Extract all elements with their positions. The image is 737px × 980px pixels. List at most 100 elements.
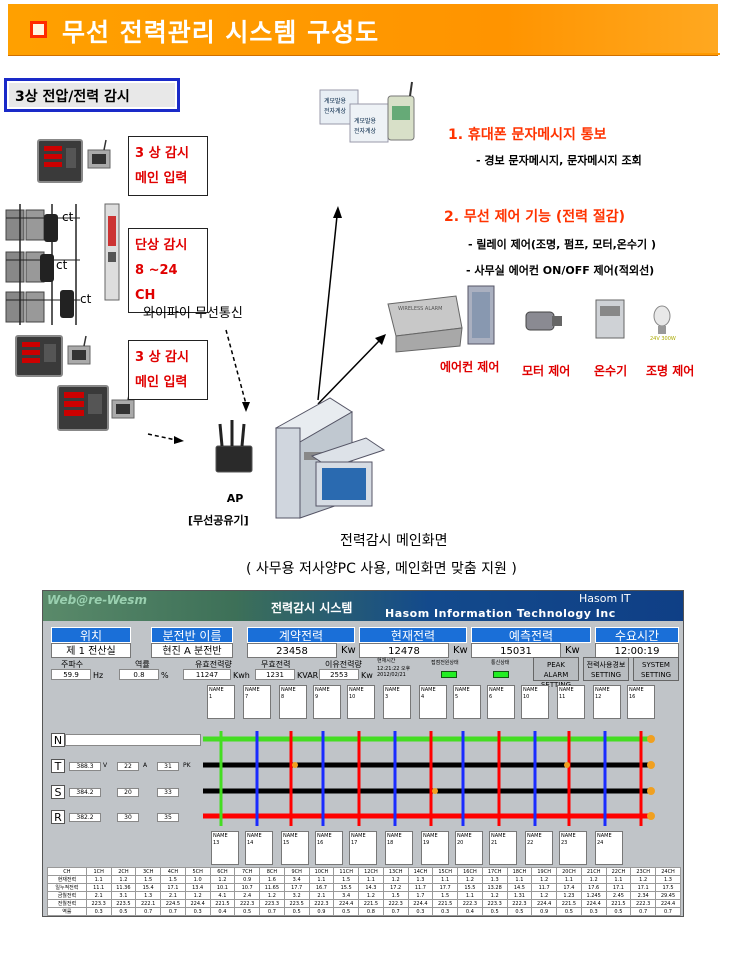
table-cell: 0.4: [209, 907, 236, 916]
unit: Kw: [361, 671, 373, 680]
small-value: 2553: [319, 669, 359, 680]
channel-id: 16: [629, 693, 636, 700]
table-cell: 1.2: [531, 891, 558, 900]
table-cell: 0.3: [580, 907, 607, 916]
din-meter-icon: [104, 203, 120, 301]
phase-voltage: 384.2: [69, 788, 101, 797]
channel-id: 17: [351, 839, 358, 846]
table-cell: 17CH: [481, 867, 508, 876]
table-cell: 0.5: [333, 907, 360, 916]
table-cell: 4.1: [209, 891, 236, 900]
channel-id: 10: [349, 693, 356, 700]
table-cell: 0.5: [110, 907, 137, 916]
table-cell: 1.2: [110, 875, 137, 884]
table-cell: 14CH: [407, 867, 434, 876]
datetime-value: 12:21:22 오후 2012/02/21: [377, 666, 411, 678]
channel-id: 10: [523, 693, 530, 700]
box-name-label: NAME: [489, 687, 504, 693]
box-name-label: NAME: [315, 687, 330, 693]
header-location: 위치: [51, 627, 131, 643]
small-label: 유효전력량: [195, 660, 232, 669]
screen-brand: Hasom IT: [579, 592, 631, 605]
phone-icon: [319, 81, 415, 143]
header-location-value: 제 1 전산실: [51, 643, 131, 658]
header-panel-value: 현진 A 분전반: [151, 643, 233, 658]
box-line: 메인 입력: [135, 171, 188, 186]
table-cell: 224.4: [655, 899, 681, 908]
phase-peak: 35: [157, 813, 179, 822]
table-cell: 20CH: [556, 867, 582, 876]
box-name-label: NAME: [595, 687, 610, 693]
datetime-label: 현재시간: [377, 658, 396, 664]
cabinet-icon: [467, 285, 495, 345]
table-cell: 22CH: [605, 867, 632, 876]
table-cell: 1.1: [605, 875, 632, 884]
table-cell: 2.45: [605, 891, 632, 900]
status-led: [493, 671, 509, 678]
table-cell: 17.1: [605, 883, 632, 892]
table-cell: 13CH: [382, 867, 409, 876]
monitor-screenshot: Web@re-Wesm 전력감시 시스템 Hasom Information T…: [42, 590, 684, 917]
usage-alarm-setting-button[interactable]: 전력사용경보 SETTING: [583, 657, 629, 681]
channel-id: 6: [489, 693, 493, 700]
table-cell: 11.7: [531, 883, 558, 892]
device-label: 모터 제어: [522, 364, 571, 378]
caption-main-screen: 전력감시 메인화면: [340, 533, 448, 549]
table-cell: 2CH: [110, 867, 137, 876]
table-cell: 222.3: [308, 899, 335, 908]
table-cell: 17.4: [556, 883, 582, 892]
table-cell: 6CH: [209, 867, 236, 876]
box-name-label: NAME: [387, 833, 402, 839]
table-cell: 1.1: [556, 875, 582, 884]
phase-label-s: S: [51, 785, 65, 799]
channel-id: 1: [209, 693, 213, 700]
wireless-heading: 2. 무선 제어 기능 (전력 절감): [444, 209, 626, 225]
power-meter-icon: [37, 139, 83, 183]
phone-text: 계모발용: [354, 118, 377, 125]
screen-title: 전력감시 시스템: [271, 601, 353, 615]
table-cell: 금월전력: [47, 891, 87, 900]
table-cell: 1.3: [481, 875, 508, 884]
table-cell: 221.5: [432, 899, 459, 908]
table-cell: 224.5: [160, 899, 186, 908]
device-label: 에어컨 제어: [440, 360, 500, 374]
phase-current: 30: [117, 813, 139, 822]
wireless-arrow: [147, 329, 250, 444]
table-cell: 1.5: [160, 875, 186, 884]
table-cell: 7CH: [234, 867, 261, 876]
signal-arrow: [317, 206, 386, 405]
channel-id: 24: [597, 839, 604, 846]
unit: PK: [183, 762, 191, 769]
channel-id: 4: [421, 693, 425, 700]
table-cell: 3.4: [283, 875, 310, 884]
table-cell: 18CH: [506, 867, 533, 876]
table-cell: 11.7: [407, 883, 434, 892]
table-cell: 221.5: [209, 899, 236, 908]
unit: KVAR: [297, 671, 319, 680]
table-cell: 1.7: [407, 891, 434, 900]
peak-alarm-setting-button[interactable]: PEAK ALARM SETTING: [533, 657, 579, 689]
channel-id: 20: [457, 839, 464, 846]
table-cell: 14.3: [358, 883, 384, 892]
table-cell: 1.5: [382, 891, 409, 900]
table-cell: 0.7: [160, 907, 186, 916]
table-cell: 0.7: [382, 907, 409, 916]
device-label: 온수기: [594, 364, 628, 378]
table-cell: 224.4: [407, 899, 434, 908]
system-setting-button[interactable]: SYSTEM SETTING: [633, 657, 679, 681]
table-cell: 223.5: [283, 899, 310, 908]
box-name-label: NAME: [213, 833, 228, 839]
table-cell: 0.5: [506, 907, 533, 916]
table-cell: 0.7: [135, 907, 162, 916]
table-cell: 21CH: [580, 867, 607, 876]
table-cell: 1.5: [135, 875, 162, 884]
table-cell: 0.3: [184, 907, 211, 916]
